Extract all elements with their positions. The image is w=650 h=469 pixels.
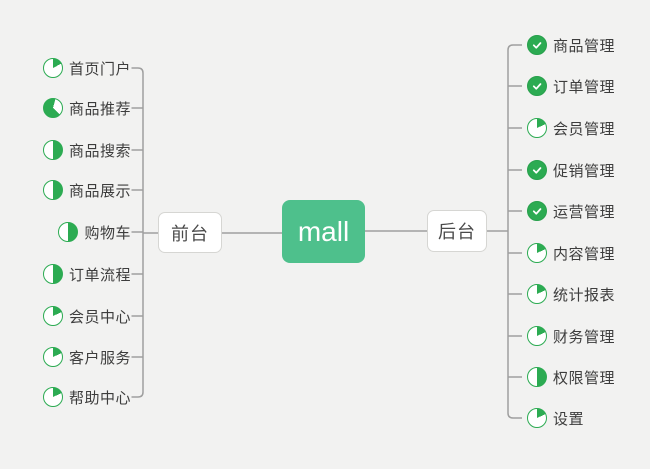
- task-progress-icon: [42, 180, 63, 200]
- node-root-label: mall: [297, 215, 350, 247]
- task-progress-icon: [42, 140, 63, 160]
- mindmap-topic[interactable]: 统计报表: [527, 283, 615, 305]
- mindmap-topic[interactable]: 订单流程: [42, 263, 131, 285]
- topic-label: 首页门户: [68, 60, 131, 78]
- task-done-icon: [527, 201, 547, 221]
- topic-label: 会员管理: [553, 120, 616, 138]
- topic-label: 会员中心: [68, 308, 131, 326]
- topic-label: 财务管理: [553, 328, 616, 346]
- mindmap-topic[interactable]: 会员管理: [527, 117, 615, 139]
- topic-label: 运营管理: [553, 203, 616, 221]
- mindmap-topic[interactable]: 财务管理: [527, 325, 615, 347]
- mindmap-topic[interactable]: 帮助中心: [42, 386, 131, 408]
- node-frontend-label: 前台: [171, 223, 209, 244]
- mindmap-topic[interactable]: 商品管理: [527, 34, 615, 56]
- task-progress-icon: [42, 306, 63, 326]
- mindmap-topic[interactable]: 权限管理: [527, 366, 615, 388]
- topic-label: 订单管理: [553, 78, 616, 96]
- task-progress-icon: [42, 347, 63, 367]
- task-progress-icon: [527, 367, 547, 387]
- task-progress-icon: [58, 222, 79, 242]
- node-backend-label: 后台: [438, 222, 476, 242]
- node-root[interactable]: mall: [282, 200, 365, 263]
- task-progress-icon: [527, 408, 547, 428]
- topic-label: 购物车: [84, 224, 131, 242]
- topic-label: 统计报表: [553, 286, 616, 304]
- topic-label: 商品展示: [68, 182, 131, 200]
- node-backend[interactable]: 后台: [427, 210, 487, 252]
- mindmap-topic[interactable]: 商品搜索: [42, 139, 131, 161]
- mindmap-topic[interactable]: 促销管理: [527, 159, 615, 181]
- task-progress-icon: [42, 58, 63, 78]
- mindmap-topic[interactable]: 首页门户: [42, 57, 131, 79]
- topic-label: 设置: [553, 410, 585, 428]
- mindmap-topic[interactable]: 内容管理: [527, 242, 615, 264]
- topic-label: 权限管理: [553, 369, 616, 387]
- topic-label: 商品搜索: [68, 142, 131, 160]
- mindmap-topic[interactable]: 运营管理: [527, 200, 615, 222]
- task-progress-icon: [42, 264, 63, 284]
- mindmap-topic[interactable]: 商品推荐: [42, 97, 131, 119]
- task-progress-icon: [527, 284, 547, 304]
- mindmap-topic[interactable]: 购物车: [58, 221, 131, 243]
- topic-label: 商品推荐: [68, 100, 131, 118]
- task-progress-icon: [527, 243, 547, 263]
- node-frontend[interactable]: 前台: [158, 212, 222, 253]
- topic-label: 促销管理: [553, 162, 616, 180]
- task-progress-icon: [527, 118, 547, 138]
- mindmap-topic[interactable]: 商品展示: [42, 179, 131, 201]
- mindmap-topic[interactable]: 会员中心: [42, 305, 131, 327]
- topic-label: 帮助中心: [68, 389, 131, 407]
- task-done-icon: [527, 160, 547, 180]
- topic-label: 客户服务: [68, 349, 131, 367]
- task-done-icon: [527, 35, 547, 55]
- topic-label: 内容管理: [553, 245, 616, 263]
- task-progress-icon: [527, 326, 547, 346]
- mindmap-topic[interactable]: 客户服务: [42, 346, 131, 368]
- task-progress-icon: [42, 387, 63, 407]
- topic-label: 订单流程: [68, 266, 131, 284]
- topic-label: 商品管理: [553, 37, 616, 55]
- mindmap-topic[interactable]: 订单管理: [527, 75, 615, 97]
- mindmap-topic[interactable]: 设置: [527, 407, 584, 429]
- task-done-icon: [527, 76, 547, 96]
- task-progress-icon: [42, 98, 63, 118]
